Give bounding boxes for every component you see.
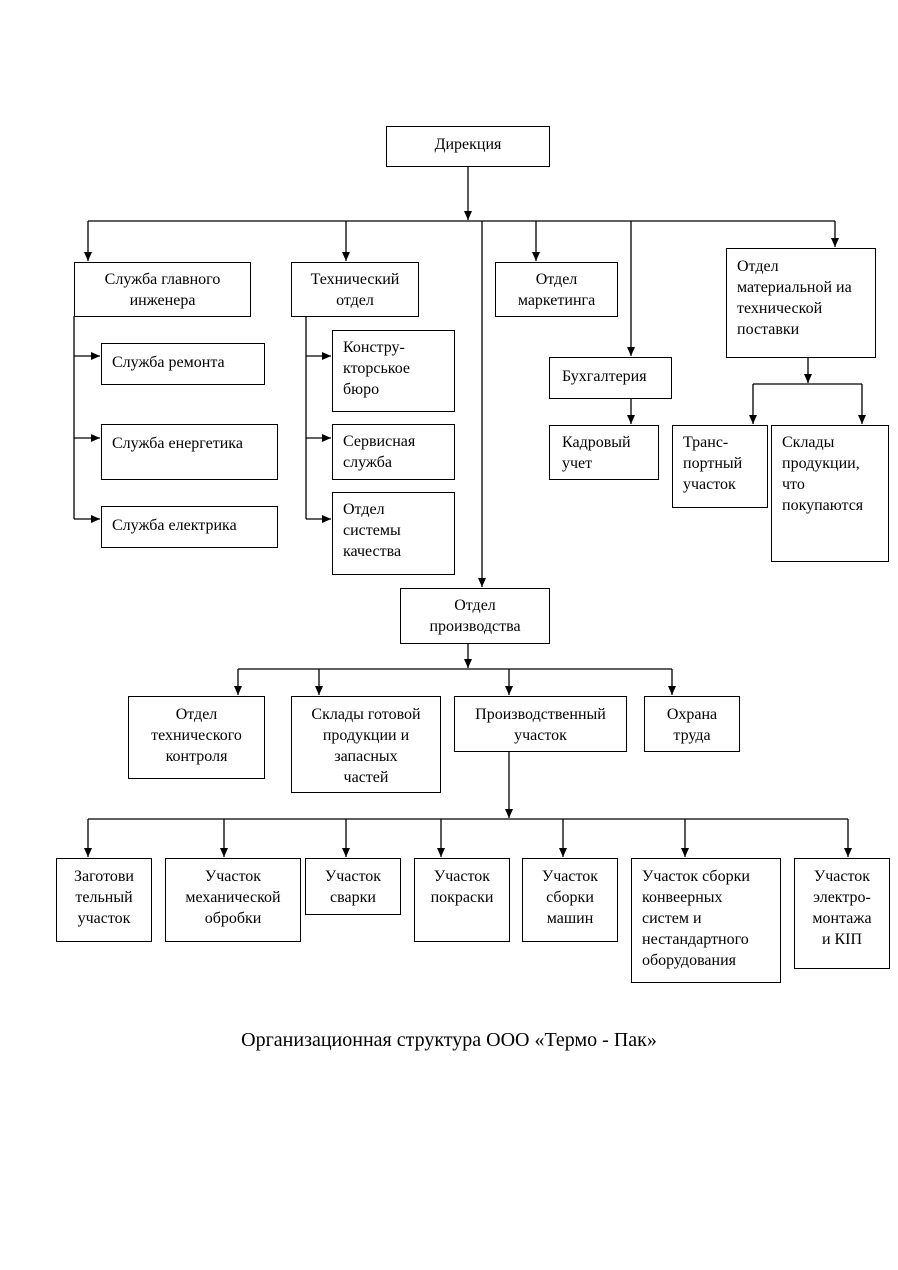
node-uchastok-elektromontazha: Участок электро- монтажа и КІП [794, 858, 890, 969]
node-ohrana-truda: Охрана труда [644, 696, 740, 752]
node-sklady-produkcii-pokupayutsya: Склады продукции, что покупаются [771, 425, 889, 562]
node-sklady-gotovoy-produkcii: Склады готовой продукции и запасных част… [291, 696, 441, 793]
diagram-caption: Организационная структура ООО «Термо - П… [241, 1029, 657, 1051]
node-sluzhba-elektrika: Служба електрика [101, 506, 278, 548]
node-otdel-proizvodstva: Отдел производства [400, 588, 550, 644]
node-uchastok-sborki-konveernyh: Участок сборки конвеерных систем и неста… [631, 858, 781, 983]
node-uchastok-mehanicheskoy-obrobki: Участок механической обробки [165, 858, 301, 942]
node-zagotovitelniy-uchastok: Заготови тельный участок [56, 858, 152, 942]
node-otdel-tehnicheskogo-kontrolya: Отдел технического контроля [128, 696, 265, 779]
node-kadroviy-uchet: Кадровый учет [549, 425, 659, 480]
node-sluzhba-glavnogo-inzhenera: Служба главного инженера [74, 262, 251, 317]
node-direkciya: Дирекция [386, 126, 550, 167]
node-uchastok-pokraski: Участок покраски [414, 858, 510, 942]
node-buhgalteriya: Бухгалтерия [549, 357, 672, 399]
node-uchastok-svarki: Участок сварки [305, 858, 401, 915]
node-transportniy-uchastok: Транс- портный участок [672, 425, 768, 508]
node-uchastok-sborki-mashin: Участок сборки машин [522, 858, 618, 942]
node-servisnaya-sluzhba: Сервисная служба [332, 424, 455, 480]
node-sluzhba-remonta: Служба ремонта [101, 343, 265, 385]
node-proizvodstvenniy-uchastok: Производственный участок [454, 696, 627, 752]
node-tehnicheskiy-otdel: Технический отдел [291, 262, 419, 317]
node-otdel-sistemy-kachestva: Отдел системы качества [332, 492, 455, 575]
node-konstruktorskoe-byuro: Констру- кторськое бюро [332, 330, 455, 412]
node-otdel-marketinga: Отдел маркетинга [495, 262, 618, 317]
node-otdel-mtp: Отдел материальной иа технической постав… [726, 248, 876, 358]
node-sluzhba-energetika: Служба енергетика [101, 424, 278, 480]
